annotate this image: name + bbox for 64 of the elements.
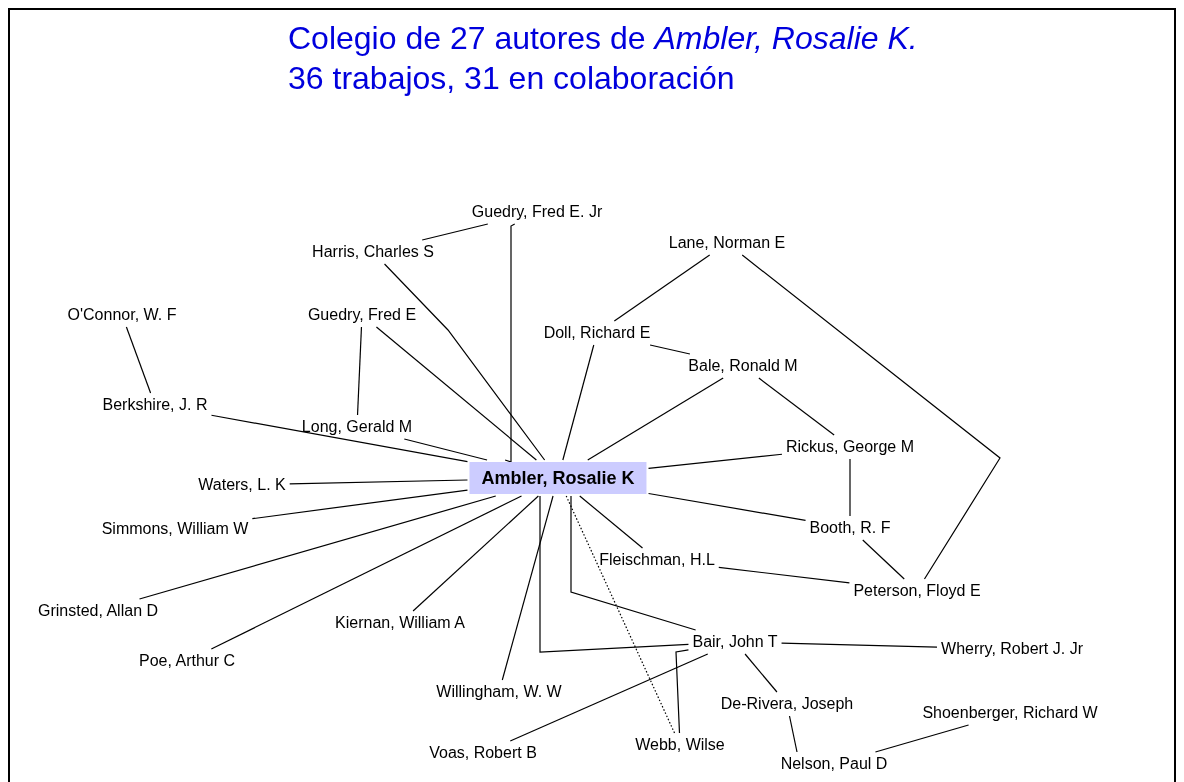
connector-line [421,223,489,241]
connector-line [675,649,690,734]
connector-line [788,715,798,753]
author-name: Poe, Arthur C [137,651,237,671]
connector-line [649,344,691,355]
author-name: Long, Gerald M [299,417,415,437]
author-name: Willingham, W. W [434,682,564,702]
connector-line [251,489,469,520]
connector-line [874,724,970,753]
subtitle: 36 trabajos, 31 en colaboración [288,59,735,98]
author-name: Lane, Norman E [666,233,788,253]
connector-line [741,254,1001,580]
connector-line [613,254,711,322]
author-name: Doll, Richard E [541,323,653,343]
author-name: Booth, R. F [807,518,893,538]
author-name: O'Connor, W. F [65,305,179,325]
connector-line [579,495,644,549]
connector-line [539,495,690,653]
author-name: Waters, L. K [196,475,288,495]
connector-line [647,453,783,469]
connector-line [383,263,546,461]
author-name: Simmons, William W [99,519,251,539]
author-name: Peterson, Floyd E [851,581,983,601]
author-name: Kiernan, William A [333,613,467,633]
connector-line [504,223,516,463]
author-name: Voas, Robert B [427,743,539,763]
connector-line [780,642,938,648]
connector-line [375,326,537,461]
connector-line [412,495,539,612]
connector-line [758,377,835,436]
connector-line [647,492,807,521]
author-name: Grinsted, Allan D [35,601,161,621]
author-name: Harris, Charles S [310,242,436,262]
author-name: Rickus, George M [784,437,916,457]
connector-line [125,326,152,394]
author-name: Guedry, Fred E. Jr [469,202,605,222]
author-name: Nelson, Paul D [778,754,890,774]
connector-line [509,653,709,742]
connector-line [562,344,595,461]
connector-line [570,495,697,631]
author-name: Bair, John T [690,632,780,652]
author-name: Webb, Wilse [633,735,727,755]
connector-line [862,539,905,580]
connector-line [356,326,363,416]
author-name: Bale, Ronald M [686,356,800,376]
connector-line [501,495,554,681]
author-name: Fleischman, H.L [597,550,717,570]
connector-line [403,438,488,461]
author-name: Shoenberger, Richard W [920,703,1100,723]
connector-line [744,653,778,693]
author-name: Wherry, Robert J. Jr [939,639,1085,659]
author-name: De-Rivera, Joseph [718,694,856,714]
connector-line [565,495,676,734]
connector-line [210,495,523,650]
connector-line [138,495,497,600]
connector-line [718,566,850,584]
connector-line [289,479,469,485]
connector-line [849,458,851,517]
author-name: Berkshire, J. R [100,395,210,415]
connector-line [587,377,724,461]
author-name: Guedry, Fred E [305,305,419,325]
central-author-box: Ambler, Rosalie K [469,462,647,494]
connector-line [210,414,469,463]
title: Colegio de 27 autores de Ambler, Rosalie K. [288,19,918,58]
